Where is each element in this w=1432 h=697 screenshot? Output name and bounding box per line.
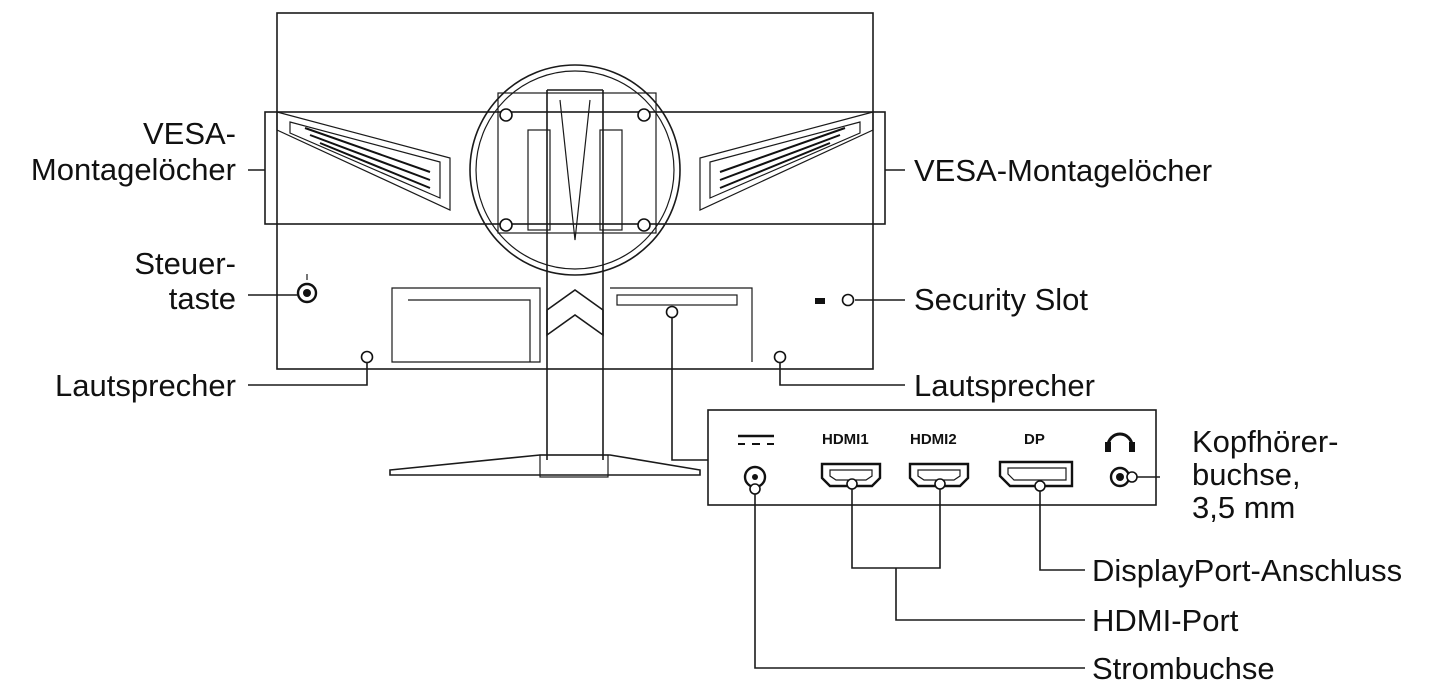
stand-mount-circle-inner (475, 70, 675, 270)
monitor-body (276, 12, 874, 370)
vesa-left-label-line2: Montagelöcher (31, 152, 236, 187)
joystick-icon (296, 274, 318, 304)
hdmi2-port-label: HDMI2 (910, 431, 957, 448)
headphone-jack-label-line1: Kopfhörer- (1192, 424, 1338, 459)
io-panel-outline (707, 409, 1157, 506)
security-slot-marker (841, 293, 855, 307)
security-slot-label: Security Slot (914, 282, 1088, 317)
vesa-left-label-line1: VESA- (143, 116, 236, 151)
speaker-right-label: Lautsprecher (914, 368, 1095, 403)
speaker-right-marker (773, 350, 787, 364)
vesa-right-label: VESA-Montagelöcher (914, 153, 1212, 188)
monitor-outline (276, 12, 874, 370)
io-panel: HDMI1 HDMI2 DP (707, 409, 1160, 506)
control-button-label-line2: taste (169, 281, 236, 316)
port-leader-lines (749, 478, 1085, 669)
vesa-plate-outline (497, 92, 657, 234)
headphone-jack-label-line2: buchse, (1192, 457, 1301, 492)
hdmi2-port (908, 462, 970, 488)
vesa-hole-top-right (637, 108, 651, 122)
power-jack-label: Strombuchse (1092, 651, 1275, 686)
hdmi-port-label: HDMI-Port (1092, 603, 1239, 638)
label-plate (616, 294, 738, 306)
stand-mount-circle (469, 64, 681, 276)
lock-icon (815, 298, 825, 304)
left-vent (289, 121, 441, 199)
left-vent-housing (276, 111, 451, 211)
cable-cover (391, 287, 753, 363)
dc-power-icon (738, 434, 774, 445)
headphone-icon (1105, 432, 1135, 452)
right-vent-slots (719, 127, 846, 189)
displayport-label: DisplayPort-Anschluss (1092, 553, 1402, 588)
speaker-left-label: Lautsprecher (55, 368, 236, 403)
vesa-hole-bottom-left (499, 218, 513, 232)
vesa-panel (264, 111, 886, 225)
vesa-bracket-outline (264, 111, 886, 225)
headphone-jack-label-line3: 3,5 mm (1192, 490, 1295, 525)
stand-chevron (546, 289, 604, 337)
hdmi1-port-label: HDMI1 (822, 431, 869, 448)
right-vent (709, 121, 861, 199)
vesa-plate (497, 92, 657, 234)
vesa-hole-bottom-right (637, 218, 651, 232)
left-vent-slots (304, 127, 431, 189)
stand (389, 89, 701, 478)
leader-lines (248, 169, 905, 461)
dp-port-label: DP (1024, 431, 1045, 448)
vesa-hole-top-left (499, 108, 513, 122)
speaker-left-marker (360, 350, 374, 364)
right-vent-housing (699, 111, 874, 211)
io-marker (665, 305, 679, 319)
control-button-label-line1: Steuer- (134, 246, 236, 281)
stand-base (389, 454, 701, 476)
stand-neck (546, 90, 604, 460)
hdmi1-port (820, 462, 882, 488)
